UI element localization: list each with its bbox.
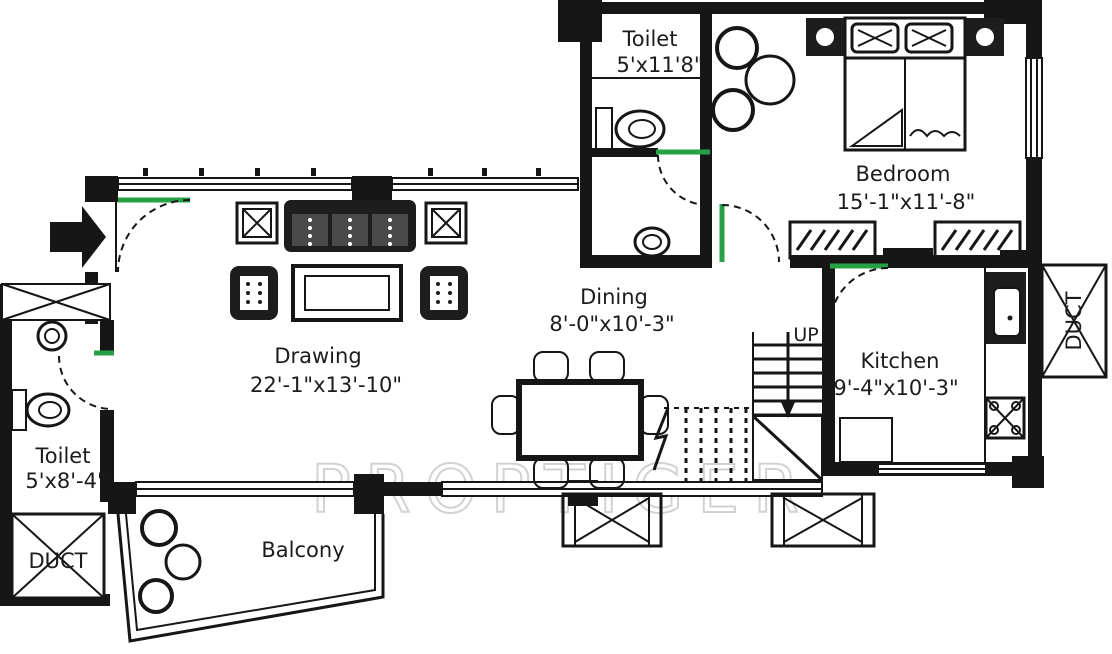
room-dims-bedroom: 15'-1"x11'-8" [837, 190, 976, 214]
kitchen-door [829, 263, 889, 327]
dining-chair [589, 351, 625, 383]
coffee-table [291, 264, 403, 322]
flower-bed-right [770, 492, 876, 548]
bedroom-chair [715, 26, 759, 70]
duct-left-label: DUCT [28, 549, 87, 573]
pillow [904, 22, 954, 54]
dining-chair [533, 351, 569, 383]
wc-bowl [614, 109, 666, 149]
dining-table [516, 379, 644, 461]
duct-right-label: DUCT [1062, 291, 1086, 350]
bedroom-side-table [744, 54, 796, 106]
stair-landing [752, 415, 823, 481]
sofa [284, 200, 416, 252]
walls [0, 0, 1044, 606]
balcony-chair [138, 578, 174, 614]
toilet-top-door [656, 149, 710, 206]
up-label: UP [793, 324, 818, 346]
balcony [116, 509, 385, 643]
window-drawing-top-right [391, 177, 579, 191]
room-dims-toilet-top: 5'x11'8" [616, 53, 703, 77]
side-table [424, 201, 468, 245]
bedroom-furniture [711, 16, 1022, 260]
entry-arrow [50, 206, 106, 268]
bed [843, 16, 967, 152]
kitchen-stove [984, 396, 1026, 440]
window-balcony-top [135, 481, 355, 497]
windows [117, 57, 1043, 497]
washbasin [633, 226, 671, 258]
room-label-dining: Dining [580, 285, 648, 309]
wc-tank [11, 389, 27, 431]
duct-right-shaft: DUCT [1040, 263, 1108, 379]
room-label-toilet-top: Toilet [622, 27, 678, 51]
side-table [235, 201, 279, 245]
room-label-drawing: Drawing [274, 344, 361, 368]
pillow [850, 22, 900, 54]
bedside-table [966, 18, 1004, 56]
balcony-chair [140, 509, 178, 547]
bedside-table [806, 18, 844, 56]
up-arrow-head [781, 402, 795, 418]
drawing-furniture [230, 200, 468, 322]
dining-chair [491, 395, 521, 435]
room-dims-dining: 8'-0"x10'-3" [549, 312, 674, 336]
kitchen-fixtures [839, 268, 1026, 463]
balcony-table [164, 543, 202, 581]
shaft-left-top [1, 283, 111, 321]
armchair [420, 266, 468, 320]
window-kitchen-bottom [877, 463, 987, 475]
armchair [230, 266, 278, 320]
stair-break-line [652, 407, 670, 471]
staircase: UP [652, 324, 824, 482]
washbasin [36, 320, 68, 352]
wardrobe [933, 220, 1022, 260]
flower-bed-left [561, 492, 663, 548]
window-drawing-top-left [117, 177, 353, 191]
room-label-toilet-left: Toilet [35, 444, 91, 468]
wc-bowl [25, 392, 71, 428]
room-dims-toilet-left: 5'x8'-4" [25, 469, 106, 493]
bedroom-door [719, 204, 780, 263]
entrance-door [115, 197, 191, 273]
wc-tank [595, 107, 613, 151]
toilet-left-door [58, 350, 114, 410]
kitchen-sink [986, 272, 1026, 344]
blanket-fold [848, 108, 903, 147]
room-labels: Toilet 5'x11'8" Bedroom 15'-1"x11'-8" Di… [25, 27, 975, 562]
room-label-balcony: Balcony [261, 538, 344, 562]
duct-left-shaft: DUCT [10, 512, 106, 600]
room-dims-kitchen: 9'-4"x10'-3" [833, 376, 958, 400]
window-bedroom-right [1025, 57, 1043, 159]
room-label-bedroom: Bedroom [856, 162, 951, 186]
wardrobe [788, 220, 877, 260]
dining-set [491, 351, 669, 489]
bedroom-chair [711, 88, 755, 132]
doors [50, 149, 889, 410]
stairs-lower-flight [664, 407, 753, 482]
room-label-kitchen: Kitchen [861, 349, 940, 373]
toilet-top-fixtures [592, 77, 700, 258]
toilet-left-fixtures [11, 320, 71, 431]
kitchen-counter-unit [839, 417, 893, 463]
room-dims-drawing: 22'-1"x13'-10" [250, 373, 402, 397]
